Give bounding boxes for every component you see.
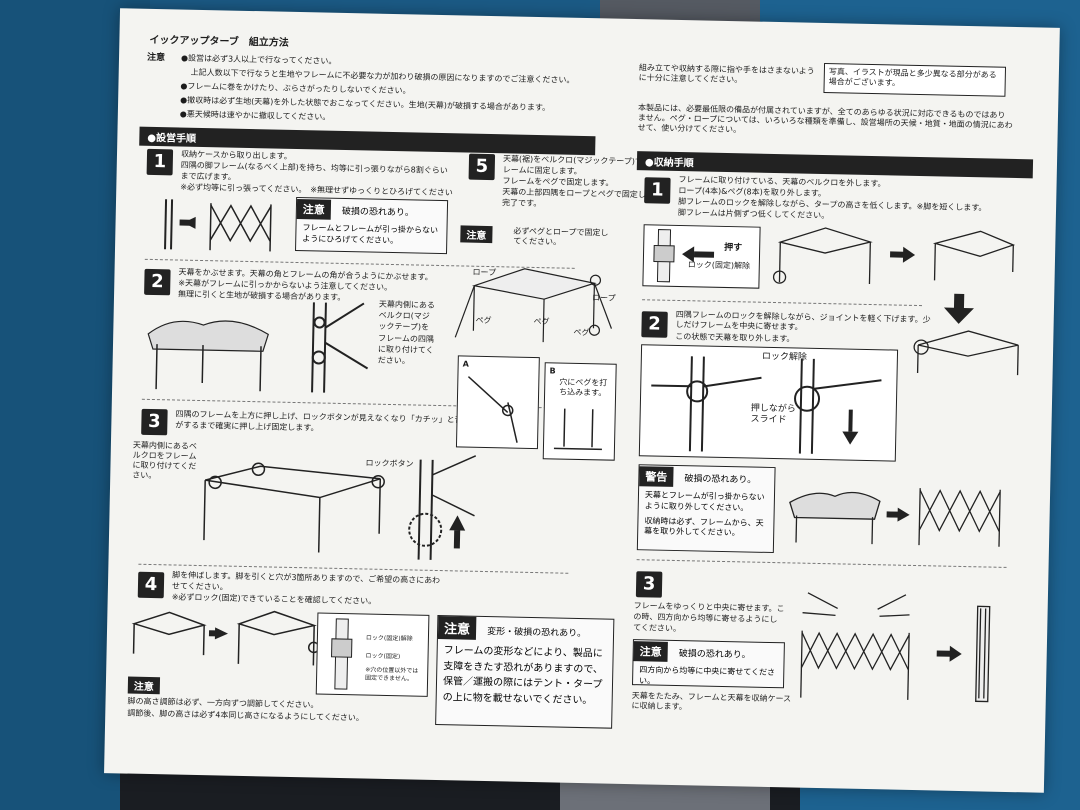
setup-step-3-left-label: 天幕内側にあるベルクロをフレームに取り付けてください。 [132, 440, 197, 481]
storage-step-2-lock-detail: ロック解除 押しながらスライド [638, 344, 899, 462]
setup-step-1-line-3: まで広げます。 [180, 171, 236, 182]
setup-step-1-warning: 注意 破損の恐れあり。 フレームとフレームが引っ掛からないようにひろげてください… [295, 196, 449, 255]
setup-step-5-number: 5 [468, 153, 496, 181]
setup-bottom-caution-line-2: 調節後、脚の高さは必ず4本同じ高さになるようにしてください。 [127, 708, 364, 723]
storage-step-1-illustration [772, 227, 1016, 285]
storage-alert-body-1: 天幕とフレームが引っ掛からないように取り外してください。 [644, 490, 765, 513]
storage-alert-illustration [789, 488, 1001, 547]
storage-step-1-push: 押す [724, 242, 743, 254]
storage-step-3-final: 天幕をたたみ、フレームと天幕を収納ケースに収納します。 [631, 691, 792, 712]
warning-icon: 注意 [296, 198, 332, 220]
divider [642, 299, 923, 307]
storage-alert-tag: 破損の恐れあり。 [684, 474, 757, 486]
setup-step-4-illustration [131, 610, 320, 666]
setup-step-5-line-5: 完了です。 [501, 198, 542, 209]
setup-step-4-lock-detail: ロック(固定)解除 ロック(固定) ※穴の位置以外では固定できません。 [315, 612, 430, 697]
setup-step-5-peg-2: ペグ [533, 316, 550, 327]
setup-step-5-illustration [454, 268, 613, 343]
storage-step-3-line-3: てください。 [633, 623, 682, 634]
joint-lock-illustration [651, 356, 882, 454]
setup-step-5-rope-left: ロープ [472, 267, 497, 278]
sheet-title: イックアップターブ 組立方法 [149, 34, 289, 49]
storage-step-2-lock-release: ロック解除 [761, 351, 808, 363]
photo-note-box: 写真、イラストが現品と多少異なる部分がある場合がございます。 [823, 62, 1007, 97]
warning-icon: 注意 [633, 641, 668, 662]
setup-deform-warning: 注意 変形・破損の恐れあり。 フレームの変形などにより、製品に支障をきたす恐れが… [435, 615, 615, 729]
storage-section-title: ●収納手順 [636, 151, 1034, 179]
storage-step-2-canopy-illustration [913, 330, 1019, 376]
setup-deform-warning-tag: 変形・破損の恐れあり。 [487, 627, 587, 640]
storage-step-3-number: 3 [635, 571, 663, 598]
setup-step-3-lock-label: ロックボタン [365, 458, 414, 469]
peg-hole-icon [553, 408, 602, 451]
storage-step-1-lock-release: ロック(固定)解除 [687, 260, 751, 271]
setup-step-4-number: 4 [137, 571, 165, 599]
setup-step-5-detail-a-label: A [462, 359, 469, 369]
storage-step-1-lock-detail: 押す ロック(固定)解除 [642, 224, 761, 289]
setup-step-1-warning-tag: 破損の恐れあり。 [341, 206, 414, 219]
storage-step-2-number: 2 [641, 311, 668, 338]
setup-step-5-detail-b: B 穴にペグを打ち込みます。 [542, 362, 617, 461]
leg-lock-icon [653, 229, 675, 283]
photo-note: 写真、イラストが現品と多少異なる部分がある場合がございます。 [828, 67, 997, 88]
storage-alert-body-2: 収納時は必ず、フレームから、天幕を取り外してください。 [644, 515, 764, 538]
storage-step-2-line-2: この状態で天幕を取り外します。 [675, 331, 795, 344]
setup-step-5-detail-b-text: 穴にペグを打ち込みます。 [559, 377, 608, 398]
caution-hands: 組み立てや収納する際に指や手をはさまないように十分に注意してください。 [638, 63, 815, 85]
storage-step-2-push-slide: 押しながらスライド [750, 403, 796, 426]
setup-step-4-line-2: せてください。 [171, 581, 228, 592]
setup-step-5-peg-1: ペグ [475, 315, 492, 326]
peg-icon [467, 376, 518, 443]
storage-step-1-number: 1 [644, 177, 671, 204]
setup-step-4-lock-release: ロック(固定)解除 [365, 634, 413, 643]
setup-step-5-detail-b-label: B [549, 366, 556, 376]
setup-step-5-caution-head: 注意 [460, 225, 493, 244]
setup-step-1-illustration [164, 199, 272, 252]
setup-step-2-side-note: 天幕内側にあるベルクロ(マジックテープ)をフレームの四隅に取り付けてください。 [377, 299, 436, 366]
setup-step-2-illustration-canopy [147, 320, 269, 392]
setup-step-5-line-2: レームに固定します。 [502, 165, 582, 176]
header-note-1: ●設営は必ず3人以上で行なってください。 [180, 53, 337, 66]
setup-deform-warning-body: フレームの変形などにより、製品に支障をきたす恐れがありますので、保管／運搬の際に… [442, 645, 604, 706]
instruction-sheet: イックアップターブ 組立方法 注意 ●設営は必ず3人以上で行なってください。 上… [104, 8, 1060, 793]
divider [636, 559, 1007, 568]
setup-step-3-line-2: がするまで確実に押し上げ固定します。 [175, 420, 319, 433]
setup-step-5-caution-text: 必ずペグとロープで固定してください。 [513, 226, 609, 247]
product-note: 本製品には、必要最低限の備品が付属されていますが、全てのあらゆる状況に対応できる… [637, 103, 1013, 135]
setup-step-4-lock-fixed: ロック(固定) [365, 652, 401, 661]
setup-step-1-number: 1 [146, 148, 174, 176]
storage-step-1-line-4: 脚フレームは片側ずつ低くしてください。 [677, 207, 830, 221]
setup-step-1-warning-body: フレームとフレームが引っ掛からないようにひろげてください。 [302, 223, 439, 245]
arrow-down-icon [943, 293, 974, 324]
setup-step-2-number: 2 [144, 268, 171, 296]
header-note-label: 注意 [146, 52, 166, 64]
storage-alert: 警告 破損の恐れあり。 天幕とフレームが引っ掛からないように取り外してください。… [636, 464, 776, 554]
arrow-left-icon [682, 246, 715, 263]
warning-icon: 警告 [639, 466, 674, 487]
header-note-5: ●悪天候時は速やかに撤収してください。 [179, 109, 331, 122]
storage-step-3-illustration [800, 592, 991, 703]
setup-step-4-lock-note: ※穴の位置以外では固定できません。 [365, 666, 419, 683]
storage-step-3-caution: 注意 破損の恐れあり。 四方向から均等に中央に寄せてください。 [631, 639, 785, 689]
storage-step-3-caution-tag: 破損の恐れあり。 [678, 649, 751, 661]
setup-step-2-illustration-velcro [311, 302, 369, 393]
leg-lock-icon [331, 618, 353, 690]
setup-step-5-peg-3: ペグ [573, 327, 590, 338]
setup-step-3-illustration [203, 455, 477, 560]
setup-step-3-number: 3 [141, 408, 168, 436]
setup-step-5-rope-right: ロープ [592, 293, 616, 303]
setup-bottom-caution-head: 注意 [127, 676, 161, 695]
header-note-3: ●フレームに巻をかけたり、ぶらさがったりしないでください。 [180, 81, 411, 96]
storage-step-3-caution-body: 四方向から均等に中央に寄せてください。 [639, 665, 776, 686]
storage-step-2-line-1: 四隅フレームのロックを解除しながら、ジョイントを軽く下げます。少しだけフレームを… [675, 309, 931, 332]
warning-icon: 注意 [437, 616, 477, 640]
setup-step-5-detail-a: A [455, 355, 540, 450]
